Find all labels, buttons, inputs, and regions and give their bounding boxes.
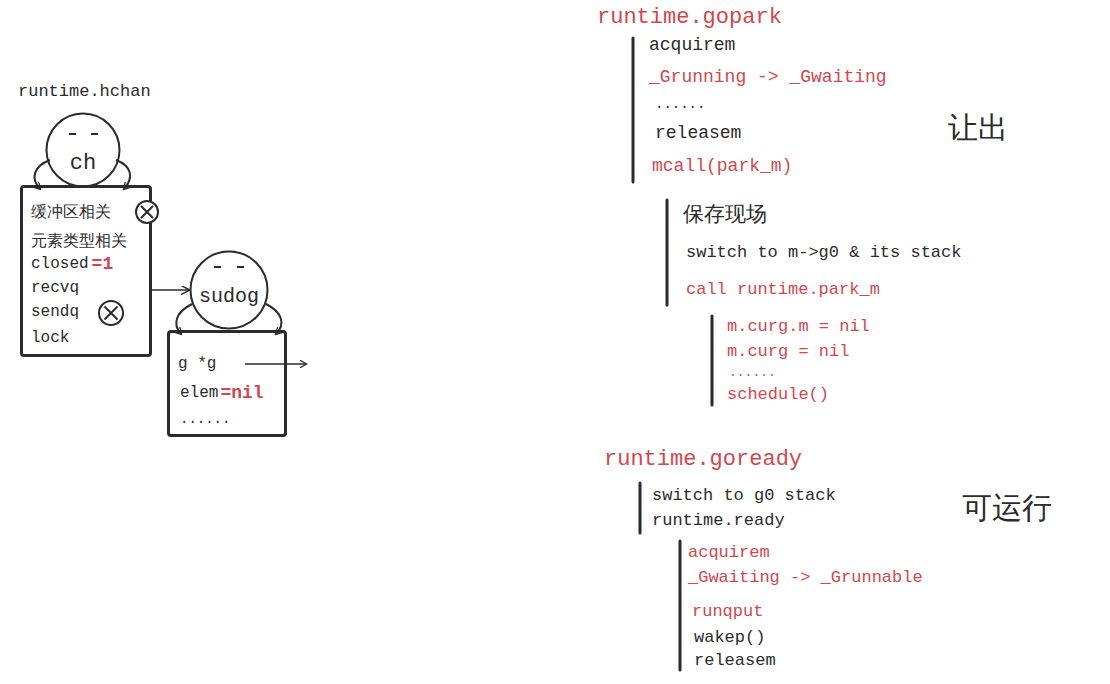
- struct-box: g *g elem=nil......: [167, 330, 287, 437]
- code-step: schedule(): [727, 385, 829, 405]
- code-step: switch to g0 stack: [652, 486, 836, 506]
- field-value: =1: [92, 254, 114, 275]
- annotation: 让出: [948, 111, 1008, 146]
- code-step: switch to m->g0 & its stack: [686, 243, 961, 263]
- head-name: sudog: [199, 285, 259, 308]
- arm: [116, 160, 130, 189]
- annotation: 可运行: [962, 491, 1052, 526]
- field-name: recvq: [31, 279, 79, 297]
- eye: [214, 266, 221, 268]
- code-step: acquirem: [649, 35, 735, 56]
- field-name: g *g: [178, 355, 216, 373]
- field-name: sendq: [31, 303, 79, 321]
- field-name: 元素类型相关: [31, 232, 127, 250]
- field-name: 缓冲区相关: [31, 203, 111, 221]
- code-ellipsis: ......: [655, 96, 705, 112]
- struct-name: runtime.hchan: [18, 82, 151, 102]
- code-ellipsis: ......: [729, 366, 776, 381]
- character-head: ch: [45, 112, 121, 188]
- field-name: closed: [31, 255, 89, 273]
- pointer-arrow: [245, 363, 306, 365]
- arm: [266, 304, 281, 334]
- eye: [237, 266, 244, 268]
- eye: [91, 133, 98, 135]
- arm: [35, 160, 50, 189]
- code-step: releasem: [655, 123, 741, 144]
- head-outline: [45, 112, 121, 188]
- function-name: runtime.goready: [604, 447, 802, 472]
- cross-mark: [99, 301, 123, 325]
- eye: [69, 133, 76, 135]
- arm: [176, 304, 192, 334]
- pointer-arrow: [152, 289, 189, 291]
- code-step: releasem: [694, 651, 776, 671]
- function-name: runtime.gopark: [597, 5, 782, 30]
- code-step: m.curg = nil: [727, 342, 849, 362]
- bracket-bar: [633, 38, 712, 670]
- head-circle: [47, 114, 120, 187]
- code-step: call runtime.park_m: [686, 280, 880, 300]
- field-name: lock: [31, 329, 69, 347]
- cross-mark: [136, 201, 158, 223]
- code-step: runtime.ready: [652, 511, 785, 531]
- struct-box: 缓冲区相关元素类型相关 closed=1 recvq sendq lock: [20, 185, 152, 357]
- code-step: _Gwaiting -> _Grunnable: [688, 568, 923, 588]
- head-circle: [191, 252, 268, 329]
- field-name: elem: [180, 384, 218, 402]
- head-name: ch: [70, 151, 96, 176]
- code-step: _Grunning -> _Gwaiting: [649, 67, 887, 88]
- code-step: acquirem: [688, 543, 770, 563]
- character-head: sudog: [189, 250, 269, 330]
- code-step: mcall(park_m): [652, 156, 792, 177]
- code-step: runqput: [692, 602, 763, 622]
- code-step: 保存现场: [683, 202, 767, 226]
- code-step: wakep(): [694, 628, 765, 648]
- field-ellipsis: ......: [180, 411, 230, 427]
- code-step: m.curg.m = nil: [727, 317, 870, 337]
- field-value: =nil: [220, 383, 263, 404]
